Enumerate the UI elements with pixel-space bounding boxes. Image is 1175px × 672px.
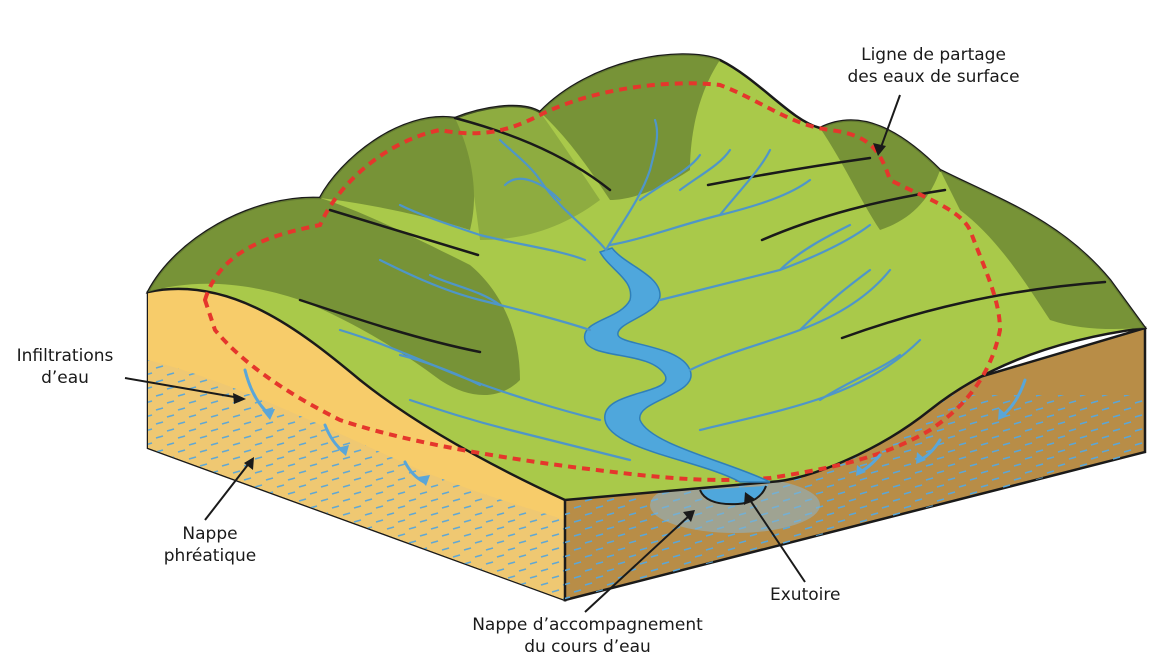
label-alluvial-aquifer: Nappe d’accompagnement du cours d’eau <box>430 614 745 658</box>
leader-accompagnement <box>584 514 691 613</box>
leader-divide <box>879 94 901 151</box>
label-alluvial-aquifer-line2: du cours d’eau <box>524 637 651 657</box>
label-watershed-divide-line2: des eaux de surface <box>847 67 1020 87</box>
label-outlet-text: Exutoire <box>770 585 841 605</box>
label-outlet: Exutoire <box>770 584 840 606</box>
leader-exutoire <box>747 496 806 583</box>
leader-nappe <box>204 461 251 521</box>
watershed-divide-line <box>202 81 1003 482</box>
label-water-table-line1: Nappe <box>182 524 238 544</box>
leader-lines <box>124 94 901 613</box>
hill-shading <box>148 54 1145 395</box>
label-infiltration-line2: d’eau <box>41 368 89 388</box>
river-network <box>338 118 922 506</box>
label-watershed-divide: Ligne de partage des eaux de surface <box>806 44 1061 88</box>
label-water-table-line2: phréatique <box>163 546 257 566</box>
label-watershed-divide-line1: Ligne de partage <box>861 45 1006 65</box>
leader-infiltration <box>124 377 241 399</box>
leader-arrowheads <box>233 143 886 522</box>
label-infiltration-line1: Infiltrations <box>16 346 114 366</box>
label-water-table: Nappe phréatique <box>150 523 270 567</box>
label-alluvial-aquifer-line1: Nappe d’accompagnement <box>472 615 703 635</box>
main-river <box>584 247 771 483</box>
label-infiltration: Infiltrations d’eau <box>4 345 126 389</box>
infiltration-arrowheads <box>262 408 1008 486</box>
